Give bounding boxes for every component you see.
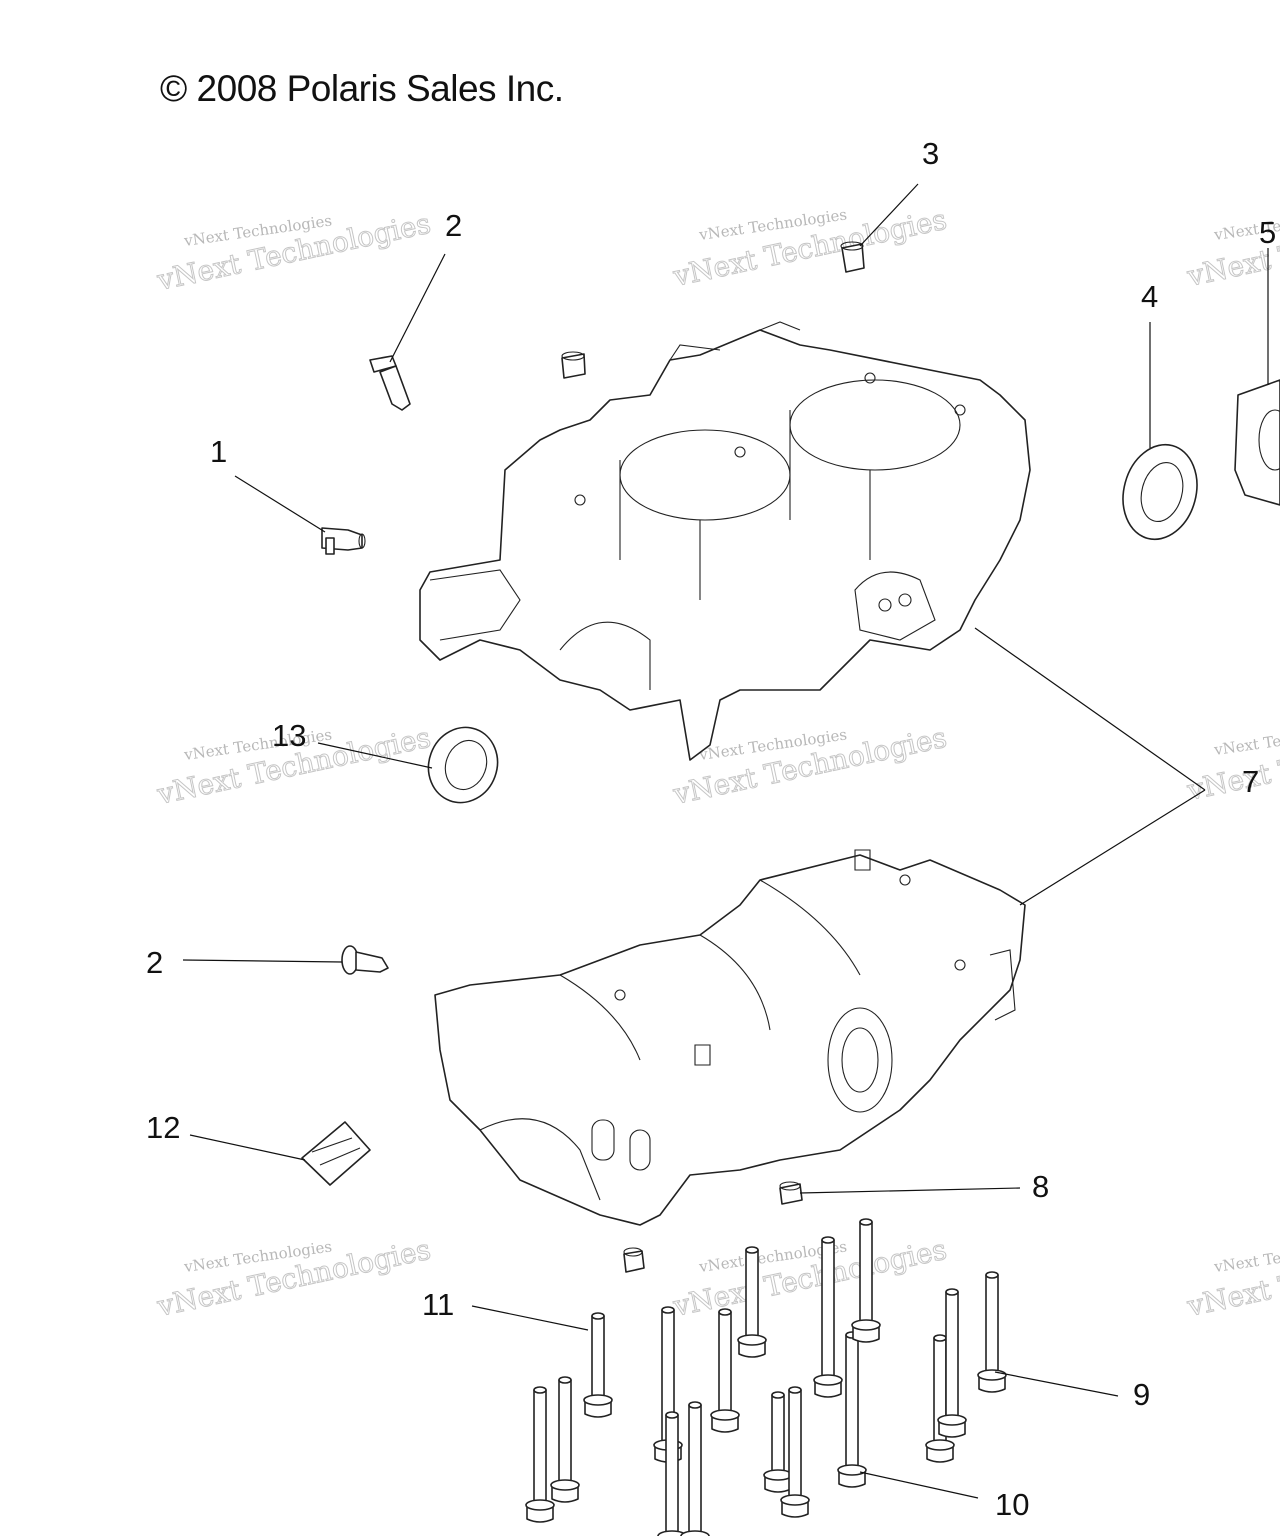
bolt bbox=[525, 1386, 555, 1523]
callout-13: 13 bbox=[272, 718, 306, 753]
callout-11: 11 bbox=[422, 1287, 454, 1322]
bolt bbox=[657, 1411, 687, 1536]
copyright-notice: © 2008 Polaris Sales Inc. bbox=[160, 68, 564, 109]
bolt bbox=[977, 1271, 1007, 1393]
part-2-upper-pushpin bbox=[369, 355, 411, 411]
bolt bbox=[763, 1391, 793, 1493]
leader-lines bbox=[182, 183, 1269, 1499]
part-8-dowel bbox=[779, 1181, 803, 1205]
bolt bbox=[737, 1246, 767, 1358]
part-12-clip bbox=[301, 1121, 371, 1186]
svg-text:vNext Technologies: vNext Technologies bbox=[1184, 717, 1280, 807]
bolt bbox=[710, 1308, 740, 1433]
watermark-top-center: vNext Technologies vNext Technologies bbox=[669, 202, 950, 293]
part-13-seal bbox=[427, 726, 499, 804]
part-5-cover bbox=[1234, 379, 1280, 506]
lower-crankcase-half bbox=[434, 849, 1026, 1226]
callout-labels: 1 2 3 4 5 7 13 2 12 8 11 9 10 bbox=[146, 136, 1276, 1522]
bolt bbox=[550, 1376, 580, 1503]
part-4-seal bbox=[1122, 443, 1198, 541]
callout-12: 12 bbox=[146, 1110, 180, 1145]
part-dowel-lower bbox=[623, 1247, 645, 1273]
callout-2-lower: 2 bbox=[146, 945, 163, 980]
bolt bbox=[813, 1236, 843, 1398]
callout-9: 9 bbox=[1133, 1377, 1150, 1412]
callout-1: 1 bbox=[210, 434, 227, 469]
part-3-cap bbox=[840, 241, 865, 273]
callout-2-upper: 2 bbox=[445, 208, 462, 243]
part-1-fitting bbox=[321, 527, 366, 555]
bolt bbox=[937, 1288, 967, 1438]
bolt-set bbox=[525, 1218, 1007, 1536]
callout-8: 8 bbox=[1032, 1169, 1049, 1204]
callout-10: 10 bbox=[995, 1487, 1029, 1522]
callout-4: 4 bbox=[1141, 279, 1158, 314]
callout-7: 7 bbox=[1242, 764, 1259, 799]
svg-text:vNext Technologies: vNext Technologies bbox=[1212, 720, 1280, 759]
watermark-bottom-center: vNext Technologies vNext Technologies bbox=[669, 1232, 950, 1323]
callout-3: 3 bbox=[922, 136, 939, 171]
watermark-bottom-left: vNext Technologies vNext Technologies bbox=[153, 1232, 434, 1323]
part-2-lower-pushpin bbox=[341, 945, 389, 975]
callout-5: 5 bbox=[1259, 215, 1276, 250]
part-dowel-upper bbox=[561, 351, 586, 379]
watermark-mid-right: vNext Technologies vNext Technologies bbox=[1183, 716, 1280, 807]
bolt bbox=[680, 1401, 710, 1536]
bolt bbox=[583, 1312, 613, 1418]
upper-crankcase-half bbox=[419, 321, 1031, 761]
bolt bbox=[780, 1386, 810, 1518]
svg-text:vNext Technologies: vNext Technologies bbox=[1184, 1233, 1280, 1323]
bolt bbox=[851, 1218, 881, 1343]
watermark-bottom-right: vNext Technologies vNext Technologies bbox=[1183, 1232, 1280, 1323]
svg-text:vNext Technologies: vNext Technologies bbox=[1212, 1237, 1280, 1276]
bolt bbox=[837, 1331, 867, 1488]
watermark-top-left: vNext Technologies vNext Technologies bbox=[153, 206, 434, 297]
